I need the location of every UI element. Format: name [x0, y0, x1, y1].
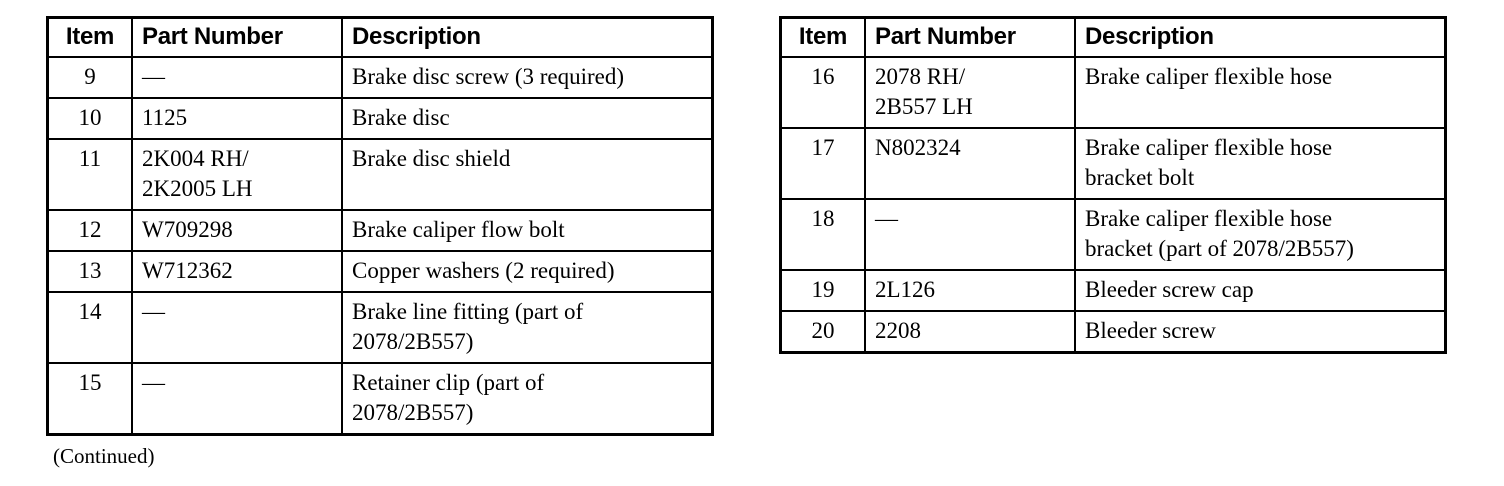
column-header-description: Description	[1074, 17, 1446, 58]
cell-item: 17	[780, 127, 866, 200]
cell-item: 13	[47, 250, 133, 293]
cell-part-number: —	[131, 56, 343, 99]
table-row: 13 W712362 Copper washers (2 required)	[47, 250, 713, 293]
cell-part-number: W712362	[131, 250, 343, 293]
cell-description: Brake caliper flexible hose bracket bolt	[1074, 127, 1446, 200]
cell-item: 10	[47, 97, 133, 140]
table-header-row: Item Part Number Description	[780, 17, 1446, 58]
cell-description: Brake caliper flow bolt	[341, 209, 713, 252]
column-header-item: Item	[780, 17, 866, 58]
cell-item: 19	[780, 269, 866, 312]
cell-description: Retainer clip (part of 2078/2B557)	[341, 362, 713, 435]
cell-item: 12	[47, 209, 133, 252]
cell-part-number: —	[131, 291, 343, 364]
table-row: 14 — Brake line fitting (part of 2078/2B…	[47, 291, 713, 364]
cell-item: 15	[47, 362, 133, 435]
cell-item: 16	[780, 56, 866, 129]
cell-description: Bleeder screw cap	[1074, 269, 1446, 312]
cell-part-number: 2078 RH/ 2B557 LH	[864, 56, 1076, 129]
cell-description: Brake caliper flexible hose	[1074, 56, 1446, 129]
cell-description: Brake disc screw (3 required)	[341, 56, 713, 99]
cell-item: 9	[47, 56, 133, 99]
table-left-header: Item Part Number Description	[47, 17, 713, 58]
cell-description: Brake line fitting (part of 2078/2B557)	[341, 291, 713, 364]
cell-part-number: 2208	[864, 310, 1076, 353]
cell-part-number: 2L126	[864, 269, 1076, 312]
table-row: 15 — Retainer clip (part of 2078/2B557)	[47, 362, 713, 435]
parts-table-left: Item Part Number Description 9 — Brake d…	[46, 16, 714, 436]
cell-item: 11	[47, 138, 133, 211]
column-header-part-number: Part Number	[864, 17, 1076, 58]
cell-part-number: 2K004 RH/ 2K2005 LH	[131, 138, 343, 211]
table-row: 19 2L126 Bleeder screw cap	[780, 269, 1446, 312]
cell-part-number: N802324	[864, 127, 1076, 200]
table-row: 17 N802324 Brake caliper flexible hose b…	[780, 127, 1446, 200]
cell-part-number: 1125	[131, 97, 343, 140]
parts-table-right: Item Part Number Description 16 2078 RH/…	[779, 16, 1447, 354]
cell-description: Bleeder screw	[1074, 310, 1446, 353]
cell-item: 14	[47, 291, 133, 364]
table-row: 11 2K004 RH/ 2K2005 LH Brake disc shield	[47, 138, 713, 211]
table-row: 10 1125 Brake disc	[47, 97, 713, 140]
cell-item: 20	[780, 310, 866, 353]
table-row: 18 — Brake caliper flexible hose bracket…	[780, 198, 1446, 271]
table-row: 16 2078 RH/ 2B557 LH Brake caliper flexi…	[780, 56, 1446, 129]
cell-description: Brake disc shield	[341, 138, 713, 211]
cell-description: Copper washers (2 required)	[341, 250, 713, 293]
cell-description: Brake caliper flexible hose bracket (par…	[1074, 198, 1446, 271]
cell-part-number: W709298	[131, 209, 343, 252]
table-row: 12 W709298 Brake caliper flow bolt	[47, 209, 713, 252]
column-header-item: Item	[47, 17, 133, 58]
cell-part-number: —	[131, 362, 343, 435]
cell-part-number: —	[864, 198, 1076, 271]
table-right-body: 16 2078 RH/ 2B557 LH Brake caliper flexi…	[780, 56, 1446, 353]
continued-note: (Continued)	[53, 444, 155, 468]
table-row: 9 — Brake disc screw (3 required)	[47, 56, 713, 99]
cell-item: 18	[780, 198, 866, 271]
table-header-row: Item Part Number Description	[47, 17, 713, 58]
table-row: 20 2208 Bleeder screw	[780, 310, 1446, 353]
cell-description: Brake disc	[341, 97, 713, 140]
column-header-description: Description	[341, 17, 713, 58]
column-header-part-number: Part Number	[131, 17, 343, 58]
table-left-body: 9 — Brake disc screw (3 required) 10 112…	[47, 56, 713, 435]
table-right-header: Item Part Number Description	[780, 17, 1446, 58]
